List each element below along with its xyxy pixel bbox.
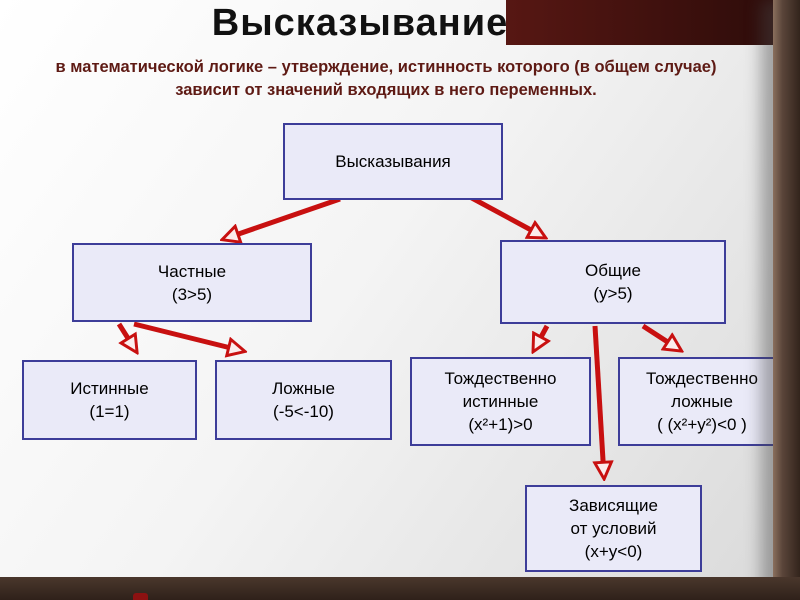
node-identically-false: Тождественно ложные ( (х²+у²)<0 ) (618, 357, 786, 446)
node-general-statements: Общие (у>5) (500, 240, 726, 324)
node-line: Ложные (272, 379, 335, 398)
node-line: истинные (462, 392, 539, 411)
node-line: (х²+1)>0 (468, 415, 533, 434)
node-line: (у>5) (593, 284, 633, 303)
node-line: ( (х²+у²)<0 ) (657, 415, 747, 434)
subtitle-line-2: зависит от значений входящих в него пере… (175, 81, 597, 99)
slide-subtitle: в математической логике – утверждение, и… (0, 56, 772, 102)
node-line: (3>5) (171, 284, 213, 304)
node-line: Общие (585, 261, 641, 280)
subtitle-line-1: в математической логике – утверждение, и… (55, 58, 717, 76)
title-accent-block (506, 0, 800, 45)
node-line: Зависящие (569, 496, 658, 515)
node-line: (х+у<0) (584, 542, 643, 561)
node-statements: Высказывания (283, 123, 503, 200)
arrow-root-to-private (224, 196, 341, 239)
arrow-private-to-true (116, 322, 136, 351)
arrow-private-to-false (133, 321, 243, 351)
node-line: Частные (157, 261, 227, 281)
node-line: Тождественно (646, 369, 758, 388)
node-true-statements: Истинные (1=1) (22, 360, 197, 440)
node-identically-true: Тождественно истинные (х²+1)>0 (410, 357, 591, 446)
right-edge-bar (773, 0, 800, 600)
node-private-statements: Частные (3>5) (72, 243, 312, 322)
footer-ornament (133, 593, 148, 600)
arrow-general-to-ident-false (641, 323, 680, 350)
node-line: ложные (671, 392, 733, 411)
node-condition-dependent: Зависящие от условий (х+у<0) (525, 485, 702, 572)
node-line: Истинные (70, 379, 149, 398)
arrow-general-to-conditional (592, 325, 604, 477)
node-line: от условий (570, 519, 657, 538)
node-line: Высказывания (335, 152, 451, 171)
arrow-root-to-general (468, 194, 544, 237)
node-line: Тождественно (444, 369, 557, 388)
slide-title: Высказывание (211, 2, 509, 44)
arrow-general-to-ident-true (534, 324, 547, 350)
bottom-bar (0, 577, 800, 600)
node-line: (-5<-10) (273, 402, 334, 421)
node-false-statements: Ложные (-5<-10) (215, 360, 392, 440)
node-line: (1=1) (89, 402, 130, 421)
